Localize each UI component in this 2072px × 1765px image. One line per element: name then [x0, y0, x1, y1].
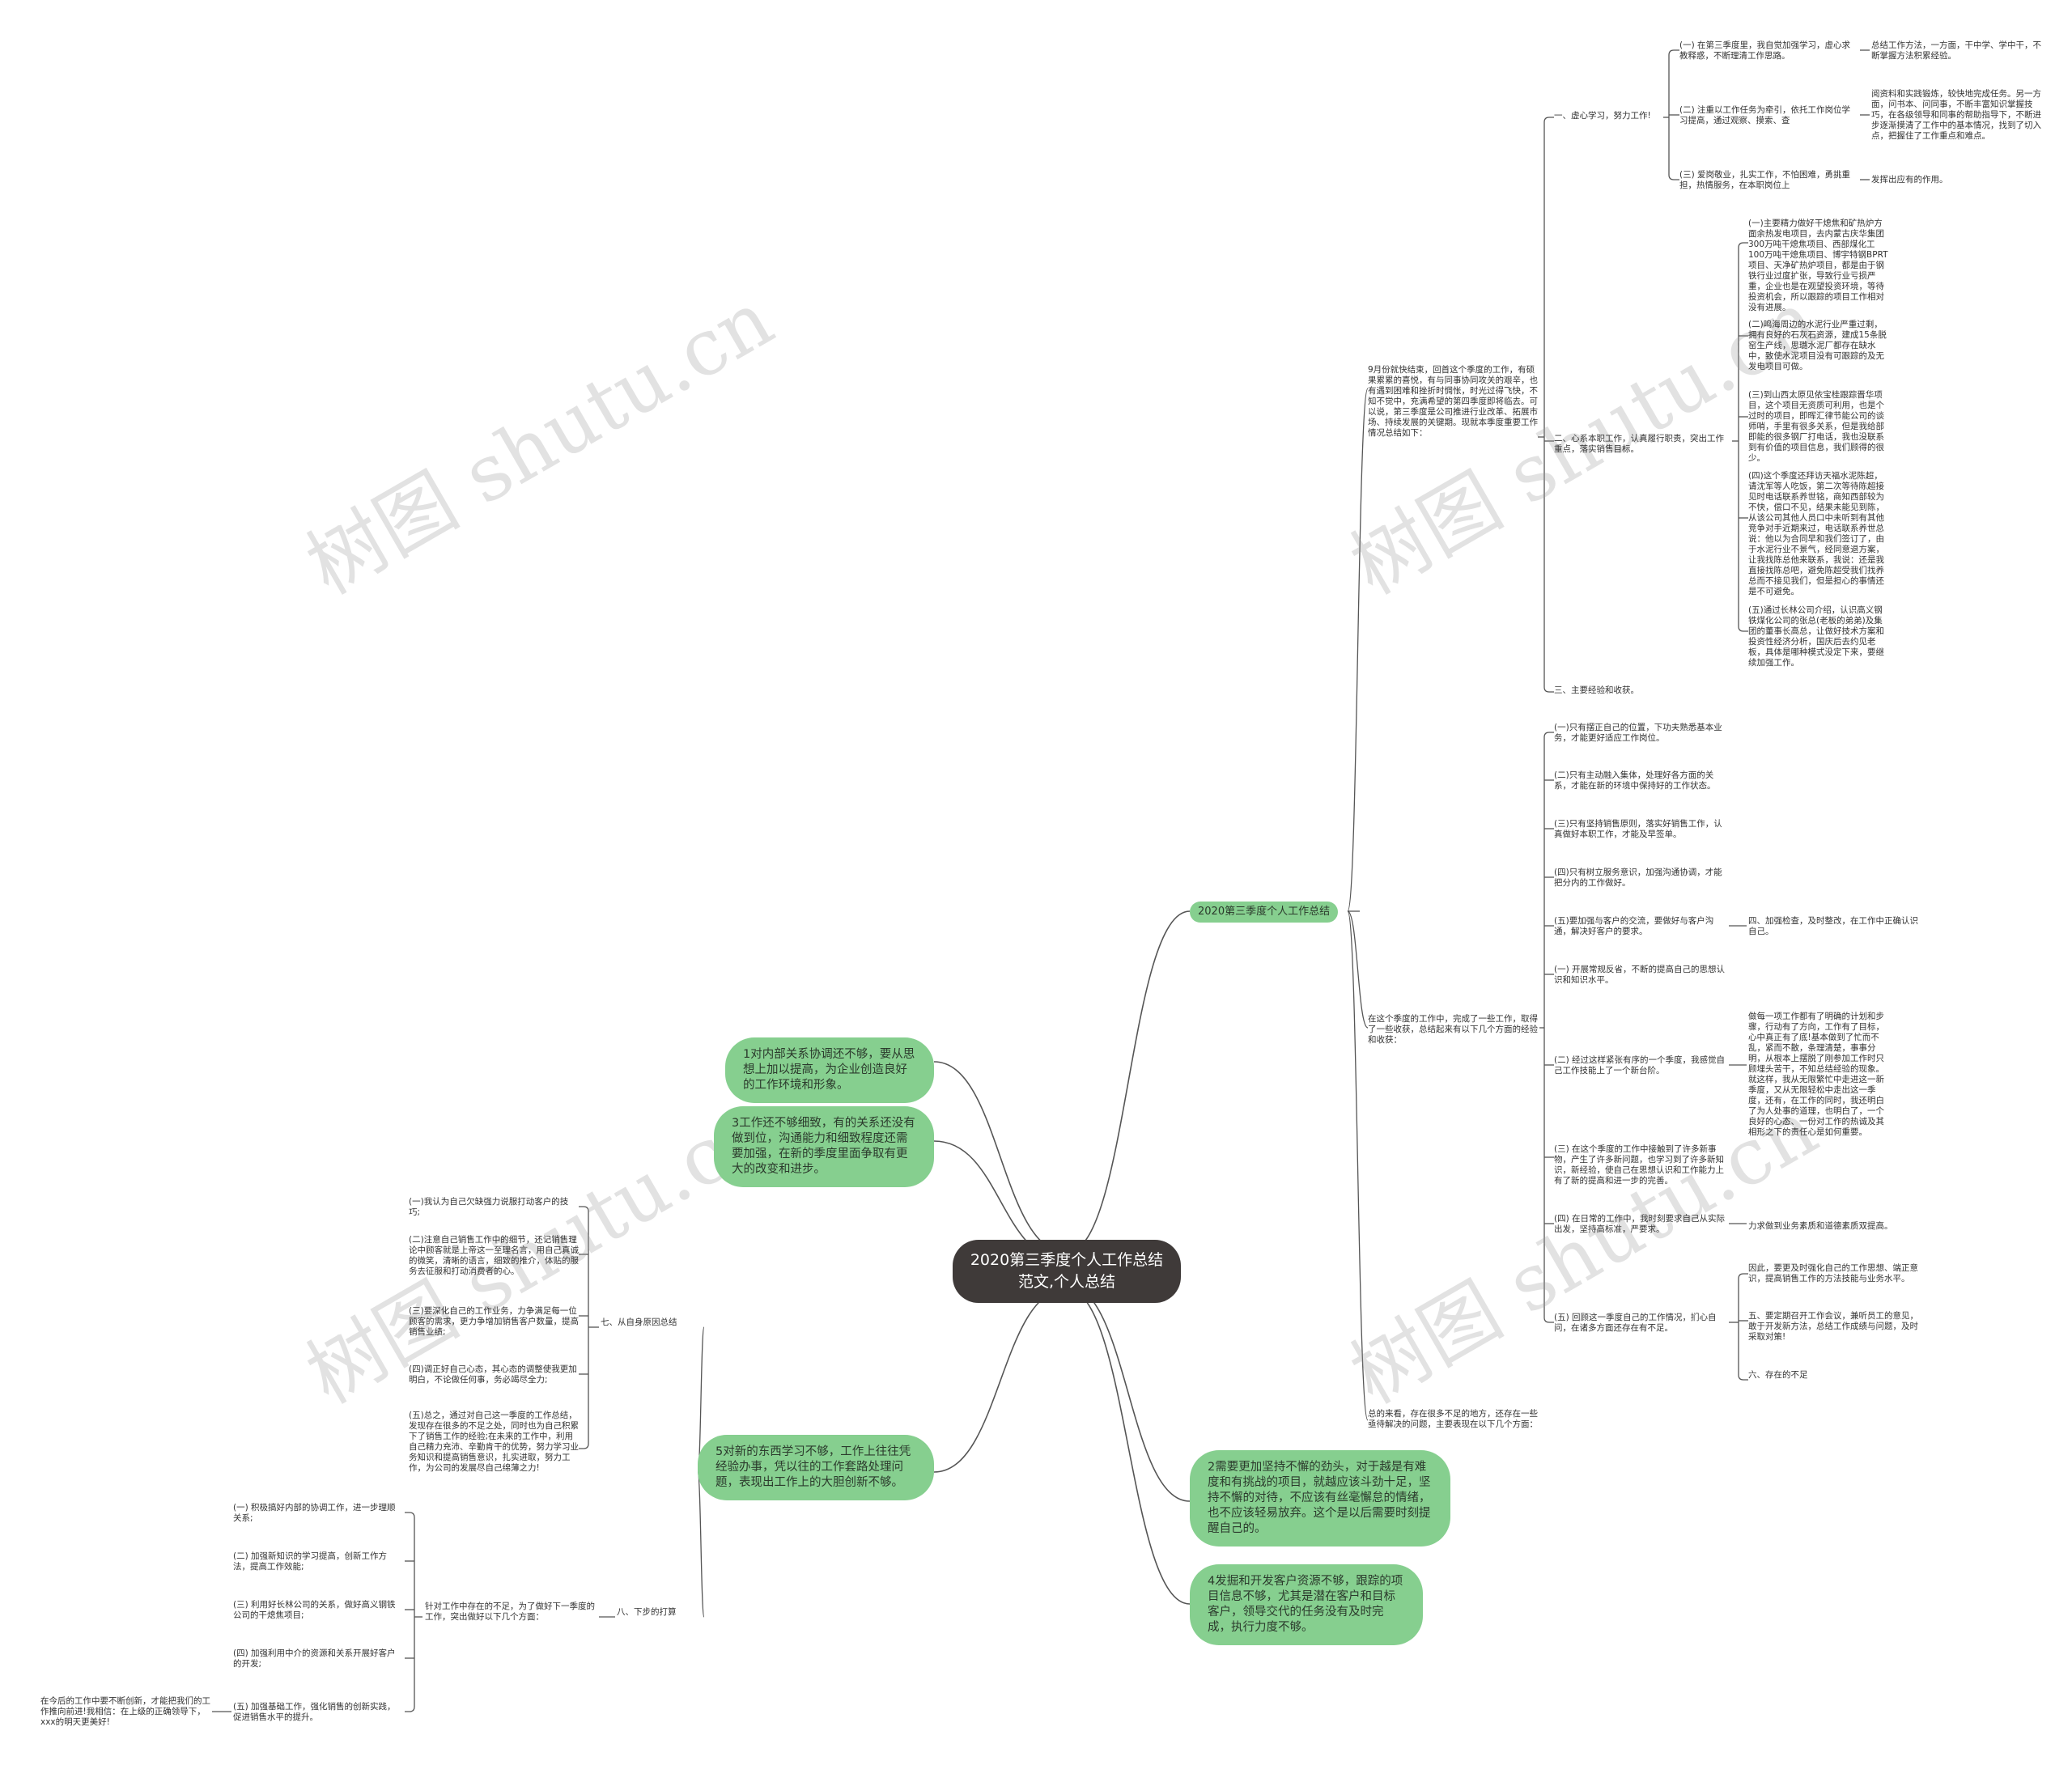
- connector-line: [697, 1471, 705, 1618]
- gain-1[interactable]: (一)只有摆正自己的位置，下功夫熟悉基本业务，才能更好适应工作岗位。: [1554, 723, 1722, 743]
- connector-line: [405, 1512, 415, 1518]
- connector-line: [933, 1288, 1068, 1473]
- gain-2[interactable]: (二)只有主动融入集体，处理好各方面的关系，才能在新的环境中保持好的工作状态。: [1554, 770, 1716, 791]
- gain-10[interactable]: (五) 回顾这一季度自己的工作情况，扪心自问，在诸多方面还存在有不足。: [1554, 1313, 1717, 1333]
- gain-7-detail[interactable]: 做每一项工作都有了明确的计划和步骤，行动有了方向，工作有了目标，心中真正有了底!…: [1748, 1012, 1884, 1137]
- shortcoming-1[interactable]: 1对内部关系协调还不够，要从思想上加以提高，为企业创造良好的工作环境和形象。: [725, 1037, 934, 1103]
- shortcoming-5[interactable]: 5对新的东西学习不够，工作上往往凭经验办事，凭以往的工作套路处理问题，表现出工作…: [698, 1435, 934, 1500]
- gain-5[interactable]: (五)要加强与客户的交流，要做好与客户沟通，解决好客户的要求。: [1554, 916, 1714, 936]
- s7-item-1[interactable]: (一)我认为自己欠缺强力说服打动客户的技巧;: [409, 1197, 569, 1217]
- root-topic[interactable]: 2020第三季度个人工作总结范文,个人总结: [953, 1240, 1181, 1303]
- s1-item-3-detail[interactable]: 发挥出应有的作用。: [1871, 175, 1948, 185]
- intro-text[interactable]: 9月份就快结束，回首这个季度的工作，有硕果累累的喜悦，有与同事协同攻关的艰辛，也…: [1368, 365, 1538, 438]
- s7-item-2[interactable]: (二)注意自己销售工作中的细节，还记销售理论中顾客就是上帝这一至理名言，用自己真…: [409, 1235, 579, 1276]
- s7-item-5[interactable]: (五)总之，通过对自己这一季度的工作总结，发现存在很多的不足之处，同时也为自己积…: [409, 1411, 579, 1473]
- connector-line: [579, 1206, 589, 1212]
- connector-line: [1066, 910, 1191, 1254]
- s1-item-2-detail[interactable]: 阅资料和实践锻炼，较快地完成任务。另一方面，问书本、问同事，不断丰富知识掌握技巧…: [1871, 89, 2041, 141]
- s2-item-4[interactable]: (四)这个季度还拜访天福水泥陈超，请沈军等人吃饭，第二次等待陈超接见时电话联系养…: [1748, 471, 1884, 596]
- gain-10-detail-b[interactable]: 五、要定期召开工作会议，兼听员工的意见，敢于开发新方法，总结工作成绩与问题，及时…: [1748, 1311, 1918, 1342]
- gain-5-detail[interactable]: 四、加强检查，及时整改，在工作中正确认识自己。: [1748, 916, 1918, 936]
- s8-item-4[interactable]: (四) 加强利用中介的资源和关系开展好客户的开发;: [233, 1648, 396, 1669]
- summary-text[interactable]: 在这个季度的工作中，完成了一些工作，取得了一些收获，总结起来有以下几个方面的经验…: [1368, 1014, 1538, 1045]
- connector-line: [1738, 1273, 1748, 1279]
- s8-item-2[interactable]: (二) 加强新知识的学习提高，创新工作方法，提高工作效能;: [233, 1551, 388, 1572]
- s7-item-4[interactable]: (四)调正好自己心态，其心态的调整使我更加明白，不论做任何事，务必竭尽全力;: [409, 1364, 577, 1385]
- section-2-title[interactable]: 二、心系本职工作，认真履行职责，突出工作重点，落实销售目标。: [1554, 434, 1724, 454]
- gain-6[interactable]: (一) 开展常规反省，不断的提高自己的思想认识和知识水平。: [1554, 965, 1726, 985]
- s1-item-2[interactable]: (二) 注重以工作任务为牵引，依托工作岗位学习提高，通过观察、摸索、查: [1679, 105, 1851, 125]
- shortcoming-4[interactable]: 4发掘和开发客户资源不够，跟踪的项目信息不够，尤其是潜在客户和目标客户，领导交代…: [1190, 1564, 1423, 1645]
- connector-line: [579, 1443, 589, 1449]
- s8-final[interactable]: 在今后的工作中要不断创新，才能把我们的工作推向前进!我相信：在上级的正确领导下，…: [40, 1696, 210, 1727]
- shortcoming-2[interactable]: 2需要更加坚持不懈的劲头，对于越是有难度和有挑战的项目，就越应该斗劲十足，坚持不…: [1190, 1450, 1450, 1546]
- shortcoming-3[interactable]: 3工作还不够细致，有的关系还没有做到位，沟通能力和细致程度还需要加强，在新的季度…: [714, 1106, 934, 1187]
- connector-line: [1738, 1374, 1748, 1381]
- connector-line: [1738, 242, 1748, 248]
- connector-line: [1066, 1284, 1191, 1502]
- connector-line: [1543, 117, 1554, 123]
- section-1-title[interactable]: 一、虚心学习，努力工作!: [1554, 111, 1651, 121]
- gain-10-detail-a[interactable]: 因此，要更及时强化自己的工作思想、端正意识，提高销售工作的方法技能与业务水平。: [1748, 1263, 1918, 1283]
- s1-item-1-detail[interactable]: 总结工作方法，一方面，干中学、学中干，不断掌握方法积累经验。: [1871, 40, 2041, 61]
- connector-line: [1543, 1317, 1554, 1323]
- s2-item-2[interactable]: (二)鸣海周边的水泥行业严重过剩，拥有良好的石灰石资源，建成15条脱窑生产线，思…: [1748, 320, 1887, 371]
- gain-9-detail[interactable]: 力求做到业务素质和道德素质双提高。: [1748, 1221, 1893, 1231]
- section-8-title[interactable]: 八、下步的打算: [617, 1607, 677, 1617]
- connector-line: [1738, 626, 1748, 632]
- gain-7[interactable]: (二) 经过这样紧张有序的一个季度，我感觉自己工作技能上了一个新台阶。: [1554, 1055, 1726, 1076]
- connector-line: [933, 1061, 1068, 1254]
- gain-8[interactable]: (三) 在这个季度的工作中接触到了许多新事物，产生了许多新问题，也学习到了许多新…: [1554, 1144, 1724, 1186]
- connector-line: [1543, 732, 1554, 738]
- connector-line: [1543, 686, 1554, 693]
- s8-item-3[interactable]: (三) 利用好长林公司的关系，做好高义钢铁公司的干熄焦项目;: [233, 1600, 396, 1620]
- s2-item-1[interactable]: (一)主要精力做好干熄焦和矿热炉方面余热发电项目，去内蒙古庆华集团300万吨干熄…: [1748, 219, 1888, 312]
- connector-line: [1347, 910, 1369, 1421]
- connector-line: [1347, 910, 1369, 1029]
- s1-item-3[interactable]: (三) 爱岗敬业，扎实工作，不怕困难，勇挑重担，热情服务，在本职岗位上: [1679, 170, 1851, 190]
- outro-text[interactable]: 总的来看，存在很多不足的地方，还存在一些亟待解决的问题，主要表现在以下几个方面：: [1368, 1409, 1538, 1429]
- section-7-title[interactable]: 七、从自身原因总结: [601, 1317, 677, 1327]
- gain-4[interactable]: (四)只有树立服务意识，加强沟通协调，才能把分内的工作做好。: [1554, 868, 1722, 888]
- connector-line: [1066, 1288, 1191, 1605]
- s8-item-5[interactable]: (五) 加强基础工作，强化销售的创新实践，促进销售水平的提升。: [233, 1702, 396, 1722]
- gain-3[interactable]: (三)只有坚持销售原则，落实好销售工作，认真做好本职工作，才能及早签单。: [1554, 819, 1722, 839]
- s2-item-3[interactable]: (三)到山西太原见依宝桂跟踪晋华项目，这个项目无资质可利用，也是个过时的项目，即…: [1748, 390, 1884, 463]
- s7-item-3[interactable]: (三)要深化自己的工作业务，力争满足每一位顾客的需求，更力争增加销售客户数量，提…: [409, 1306, 579, 1337]
- branch-main-summary[interactable]: 2020第三季度个人工作总结: [1190, 902, 1339, 923]
- connector-line: [405, 1706, 415, 1712]
- gain-9[interactable]: (四) 在日常的工作中，我时刻要求自己从实际出发，坚持高标准，严要求。: [1554, 1214, 1726, 1234]
- s1-item-1[interactable]: (一) 在第三季度里，我自觉加强学习，虚心求教释惑，不断理清工作思路。: [1679, 40, 1851, 61]
- s8-item-1[interactable]: (一) 积极搞好内部的协调工作，进一步理顺关系;: [233, 1503, 396, 1523]
- connector-line: [1668, 49, 1679, 56]
- connector-line: [1347, 388, 1369, 912]
- gain-10-detail-c[interactable]: 六、存在的不足: [1748, 1370, 1808, 1380]
- s2-item-5[interactable]: (五)通过长林公司介绍，认识高义钢铁煤化公司的张总(老板的弟弟)及集团的董事长高…: [1748, 605, 1884, 668]
- connector-line: [1668, 174, 1679, 180]
- section-3-title[interactable]: 三、主要经验和收获。: [1554, 685, 1639, 695]
- s8-intro[interactable]: 针对工作中存在的不足，为了做好下一季度的工作，突出做好以下几个方面：: [425, 1602, 595, 1622]
